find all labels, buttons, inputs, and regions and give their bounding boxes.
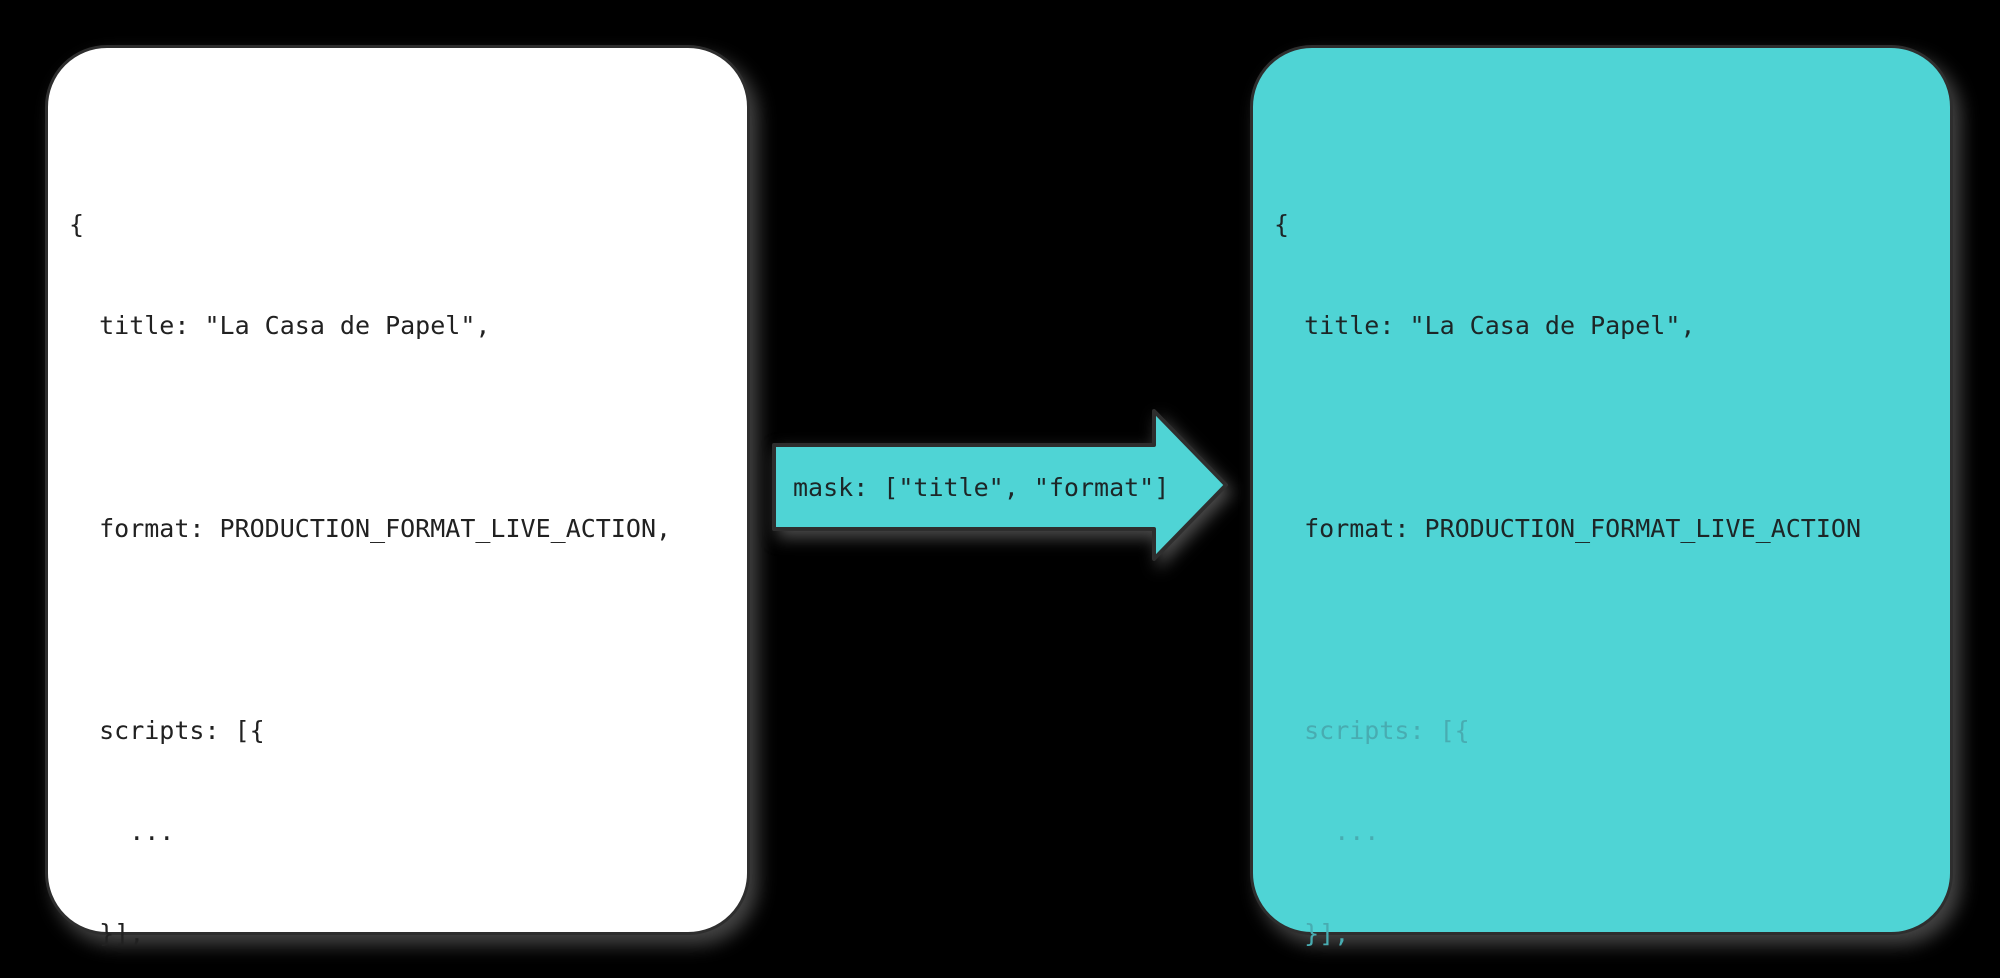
code-line [69,415,731,440]
code-line: }], [69,918,145,948]
code-line [1274,617,1934,642]
code-line [1274,415,1934,440]
code-line: title: "La Casa de Papel", [1274,311,1696,341]
right-arrow-icon [772,409,1228,561]
masked-document-panel: { title: "La Casa de Papel", format: PRO… [1250,45,1953,946]
code-line: ... [69,817,175,847]
code-line: { [1274,210,1290,240]
code-line: { [69,210,85,240]
code-line: scripts: [{ [1274,716,1470,746]
code-line: ... [1274,817,1380,847]
code-line: format: PRODUCTION_FORMAT_LIVE_ACTION [1274,513,1861,543]
code-line: title: "La Casa de Papel", [69,311,491,341]
mask-arrow: mask: ["title", "format"] [771,403,1233,567]
code-line: format: PRODUCTION_FORMAT_LIVE_ACTION, [69,513,672,543]
code-line: scripts: [{ [69,716,265,746]
mask-arrow-label: mask: ["title", "format"] [793,472,1170,502]
code-line: }], [1274,918,1350,948]
code-line [69,617,731,642]
original-document-panel: { title: "La Casa de Papel", format: PRO… [45,45,750,946]
